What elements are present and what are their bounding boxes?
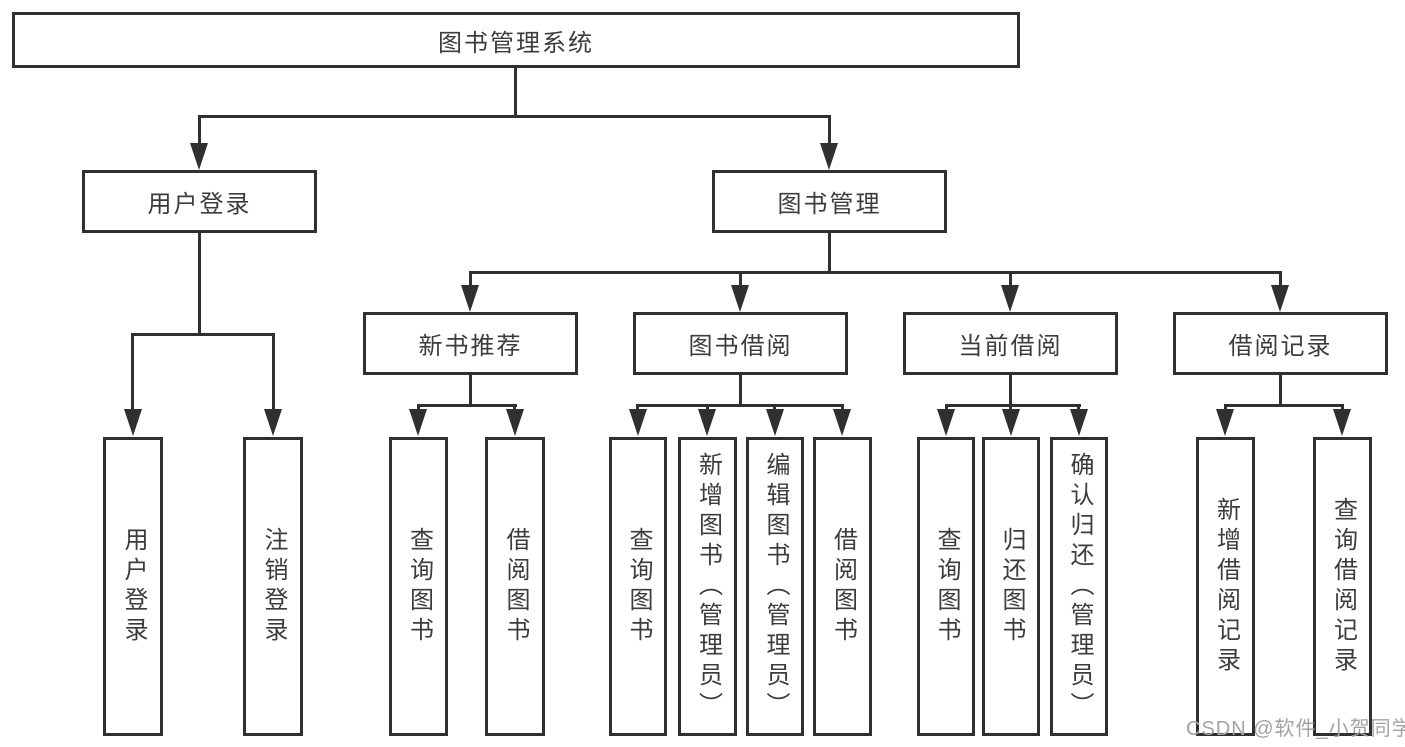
leaf-query-books-label: 查询图书 [625, 526, 652, 647]
node-user-login: 用户登录 [82, 170, 317, 233]
connector-line [469, 271, 472, 289]
leaf-user-login-label: 用户登录 [120, 526, 147, 647]
arrow-down-icon [698, 409, 716, 436]
leaf-borrow-books-label: 借阅图书 [502, 526, 529, 647]
leaf-query-books-label: 查询图书 [933, 526, 960, 647]
arrow-down-icon [731, 285, 749, 312]
leaf-query-borrow-record: 查询借阅记录 [1313, 437, 1372, 736]
connector-line [417, 404, 517, 407]
connector-line [636, 404, 844, 407]
leaf-logout-label: 注销登录 [260, 526, 287, 647]
connector-line [514, 68, 517, 118]
arrow-down-icon [461, 285, 479, 312]
leaf-add-book-admin: 新增图书（管理员） [678, 437, 737, 736]
arrow-down-icon [629, 409, 647, 436]
leaf-query-books: 查询图书 [389, 437, 448, 736]
arrow-down-icon [409, 409, 427, 436]
connector-line [636, 404, 639, 411]
leaf-add-borrow-record-label: 新增借阅记录 [1212, 496, 1240, 677]
leaf-query-borrow-record-label: 查询借阅记录 [1329, 496, 1357, 677]
leaf-borrow-books-label: 借阅图书 [829, 526, 857, 647]
arrow-down-icon [506, 409, 524, 436]
connector-line [1224, 404, 1344, 407]
connector-line [1341, 404, 1344, 411]
connector-line [417, 404, 420, 411]
arrow-down-icon [820, 143, 838, 170]
connector-line [739, 271, 742, 289]
connector-line [513, 404, 516, 411]
connector-line [945, 404, 1081, 407]
arrow-down-icon [264, 409, 282, 436]
watermark: CSDN @软件_小贺同学 [1186, 718, 1405, 740]
arrow-down-icon [1271, 285, 1289, 312]
connector-line [198, 115, 201, 148]
connector-line [469, 271, 1282, 274]
connector-line [198, 115, 831, 118]
connector-line [1279, 271, 1282, 289]
node-borrow-records-label: 借阅记录 [1228, 333, 1333, 360]
connector-line [272, 333, 275, 411]
connector-line [945, 404, 948, 411]
node-current-borrow-label: 当前借阅 [958, 333, 1063, 360]
leaf-edit-book-admin: 编辑图书（管理员） [746, 437, 804, 736]
leaf-confirm-return-admin-label: 确认归还（管理员） [1066, 451, 1093, 722]
connector-line [739, 375, 742, 406]
node-user-login-label: 用户登录 [147, 191, 252, 218]
node-new-book-recommend-label: 新书推荐 [418, 333, 523, 360]
leaf-logout: 注销登录 [243, 437, 303, 736]
leaf-edit-book-admin-label: 编辑图书（管理员） [762, 451, 789, 722]
leaf-add-book-admin-label: 新增图书（管理员） [694, 451, 722, 722]
arrow-down-icon [190, 143, 208, 170]
leaf-add-borrow-record: 新增借阅记录 [1196, 437, 1255, 736]
node-book-borrow-label: 图书借阅 [688, 333, 793, 360]
leaf-confirm-return-admin: 确认归还（管理员） [1050, 437, 1108, 736]
arrow-down-icon [1002, 409, 1020, 436]
connector-line [841, 404, 844, 411]
connector-line [1009, 375, 1012, 406]
node-new-book-recommend: 新书推荐 [363, 312, 578, 375]
node-book-management-label: 图书管理 [777, 191, 882, 218]
arrow-down-icon [124, 409, 142, 436]
arrow-down-icon [937, 409, 955, 436]
connector-line [773, 404, 776, 411]
arrow-down-icon [833, 409, 851, 436]
connector-line [1009, 271, 1012, 289]
node-borrow-records: 借阅记录 [1173, 312, 1388, 375]
connector-line [828, 233, 831, 273]
connector-line [828, 115, 831, 148]
arrow-down-icon [1216, 409, 1234, 436]
arrow-down-icon [1333, 409, 1351, 436]
connector-line [198, 233, 201, 335]
arrow-down-icon [1070, 409, 1088, 436]
leaf-return-books: 归还图书 [982, 437, 1040, 736]
leaf-borrow-books: 借阅图书 [485, 437, 545, 736]
connector-line [131, 333, 275, 336]
node-current-borrow: 当前借阅 [903, 312, 1118, 375]
arrow-down-icon [1001, 285, 1019, 312]
connector-line [706, 404, 709, 411]
connector-line [469, 375, 472, 406]
connector-line [131, 333, 134, 411]
node-book-management: 图书管理 [712, 170, 947, 233]
leaf-user-login: 用户登录 [103, 437, 163, 736]
arrow-down-icon [766, 409, 784, 436]
leaf-query-books: 查询图书 [609, 437, 667, 736]
connector-line [1224, 404, 1227, 411]
leaf-borrow-books: 借阅图书 [813, 437, 872, 736]
node-root-system: 图书管理系统 [12, 12, 1020, 68]
node-root-label: 图书管理系统 [438, 29, 594, 57]
leaf-query-books-label: 查询图书 [405, 526, 433, 647]
connector-line [1077, 404, 1080, 411]
leaf-return-books-label: 归还图书 [998, 526, 1025, 647]
connector-line [1279, 375, 1282, 406]
leaf-query-books: 查询图书 [917, 437, 975, 736]
node-book-borrow: 图书借阅 [633, 312, 848, 375]
connector-line [1009, 404, 1012, 411]
